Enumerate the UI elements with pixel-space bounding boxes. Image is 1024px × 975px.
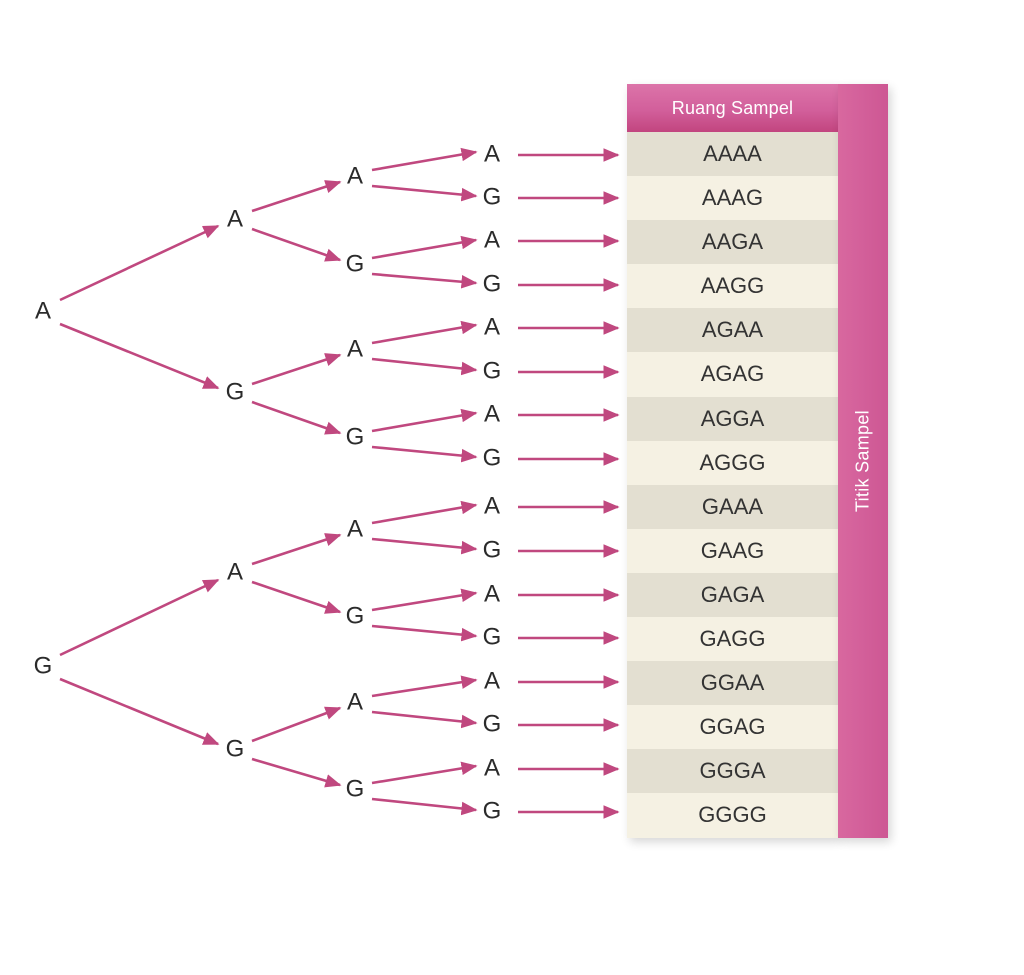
tree-node-level3: G [346,602,365,629]
branch-level2-to-level3 [251,227,342,262]
tree-node-level3: A [347,515,363,542]
sample-space-row: GAGA [627,572,838,618]
branch-level3-to-level4 [371,320,478,345]
branch-level1-to-level2 [59,224,220,302]
sample-space-row: GGAG [627,705,838,750]
tree-node-level4: A [484,667,500,694]
branch-level3-to-level4 [371,272,478,289]
sample-space-row: AAAA [627,132,838,177]
tree-node-level3: G [346,250,365,277]
sample-space-header: Ruang Sampel [627,84,838,132]
sample-space-row: AAAG [627,176,838,221]
titik-sampel-band: Titik Sampel [838,84,888,838]
tree-node-level2: A [227,558,243,585]
branch-level2-to-level3 [251,580,342,614]
tree-node-level2: G [226,378,245,405]
tree-node-level4: A [484,400,500,427]
branch-level2-to-level3 [251,757,342,788]
tree-node-level1: A [35,297,51,324]
tree-node-level4: G [483,797,502,824]
tree-node-level4: G [483,444,502,471]
node-group-level1: AG [34,297,53,679]
branch-group-level3-to-level4 [371,147,478,816]
node-group-level3: A G A G A G A G [346,162,365,802]
sample-space-row: AGGG [627,440,838,485]
tree-node-level3: A [347,162,363,189]
branch-level2-to-level3 [251,706,342,743]
tree-node-level4: A [484,226,500,253]
branch-level3-to-level4 [371,235,478,260]
sample-space-row: GGGA [627,749,838,794]
sample-space-row: GGAA [627,661,838,706]
tree-node-level4: G [483,536,502,563]
branch-level3-to-level4 [371,675,478,698]
branch-level3-to-level4 [371,710,478,729]
branch-level3-to-level4 [371,147,478,172]
tree-node-level3: A [347,335,363,362]
tree-node-level1: G [34,652,53,679]
branch-level3-to-level4 [371,537,478,555]
branch-level1-to-level2 [59,578,220,657]
sample-space-row: AGGA [627,396,838,441]
sample-space-row: AAGA [627,220,838,265]
branch-group-level2-to-level3 [251,180,342,788]
tree-node-level3: G [346,775,365,802]
tree-node-level4: A [484,140,500,167]
branch-level3-to-level4 [371,184,478,202]
branch-level3-to-level4 [371,624,478,642]
branch-level2-to-level3 [251,353,342,386]
tree-node-level4: A [484,492,500,519]
branch-level2-to-level3 [251,400,342,435]
tree-node-level2: G [226,735,245,762]
branch-level3-to-level4 [371,408,478,433]
tree-node-level4: A [484,313,500,340]
branch-level2-to-level3 [251,180,342,213]
tree-node-level4: G [483,357,502,384]
branch-level2-to-level3 [251,533,342,566]
branch-level3-to-level4 [371,761,478,785]
branch-level3-to-level4 [371,357,478,376]
branch-level1-to-level2 [59,677,220,746]
node-group-level2: A G A G [226,205,245,762]
sample-space-row: GGGG [627,793,838,838]
tree-node-level4: A [484,754,500,781]
branch-level1-to-level2 [59,322,220,390]
sample-space-row: GAGG [627,617,838,662]
tree-node-level4: A [484,580,500,607]
tree-node-level4: G [483,183,502,210]
branch-group-level1-to-level2 [59,224,220,746]
sample-space-row: AGAA [627,308,838,353]
sample-space-row: AGAG [627,352,838,397]
tree-node-level3: G [346,423,365,450]
arrow-group-to-sample-space [518,148,620,819]
tree-node-level4: G [483,270,502,297]
tree-node-level4: G [483,623,502,650]
branch-level3-to-level4 [371,500,478,525]
sample-space-row: GAAA [627,484,838,529]
sample-space-row: AAGG [627,264,838,309]
tree-node-level3: A [347,688,363,715]
tree-node-level4: G [483,710,502,737]
branch-level3-to-level4 [371,797,478,816]
titik-sampel-label: Titik Sampel [852,410,873,512]
branch-level3-to-level4 [371,588,478,612]
sample-space-row: GAAG [627,528,838,573]
tree-node-level2: A [227,205,243,232]
branch-level3-to-level4 [371,445,478,463]
